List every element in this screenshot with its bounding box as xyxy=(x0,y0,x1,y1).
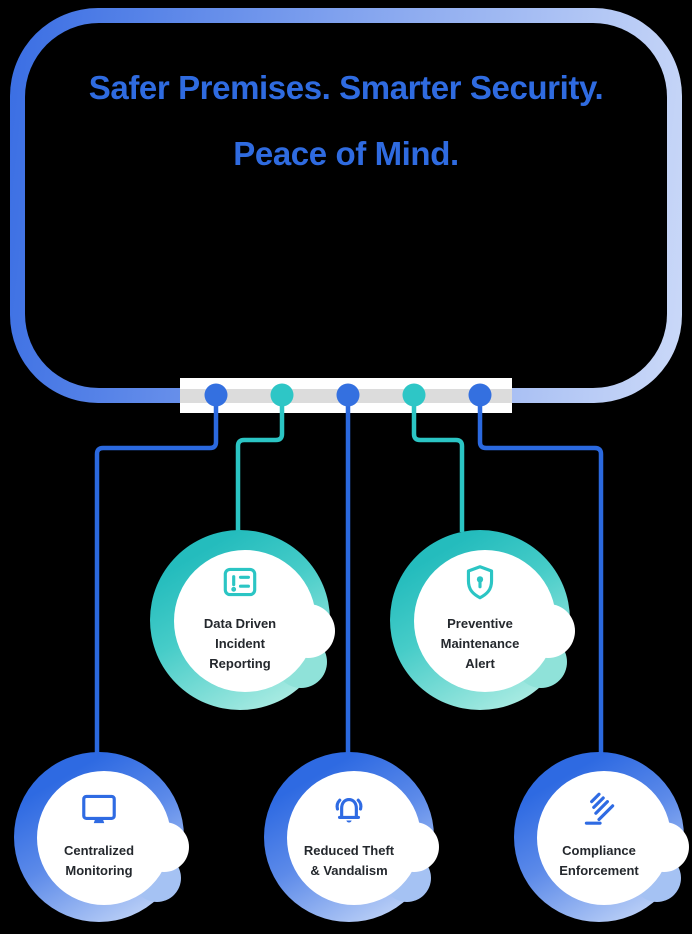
node-face xyxy=(174,550,316,692)
node-centralized-monitoring: Centralized Monitoring xyxy=(14,752,189,922)
timeline-dot-5 xyxy=(468,383,492,407)
timeline-dots xyxy=(204,383,492,407)
gavel-icon xyxy=(584,792,615,825)
node-compliance-enforcement: Compliance Enforcement xyxy=(514,752,689,922)
node-face xyxy=(287,771,421,905)
connector-data-driven xyxy=(235,398,285,532)
node-label: Centralized Monitoring xyxy=(63,842,135,878)
page-title-line-1: Safer Premises. Smarter Security. xyxy=(88,69,604,106)
connector-preventive xyxy=(411,398,465,532)
node-preventive-maintenance-alert: Preventive Maintenance Alert xyxy=(390,530,575,710)
page-title-line-2: Peace of Mind. xyxy=(233,135,459,172)
timeline-dot-3 xyxy=(336,383,360,407)
headline-frame-inner: Safer Premises. Smarter Security. Peace … xyxy=(25,23,667,388)
timeline-dot-4 xyxy=(402,383,426,407)
timeline-dot-1 xyxy=(204,383,228,407)
connector-centralized xyxy=(94,398,219,753)
report-list-icon xyxy=(223,567,257,596)
node-label: Compliance Enforcement xyxy=(559,842,639,878)
shield-keyhole-icon xyxy=(466,564,494,599)
node-face xyxy=(414,550,556,692)
node-label: Reduced Theft & Vandalism xyxy=(303,842,395,878)
node-face xyxy=(37,771,171,905)
bell-ring-icon xyxy=(335,797,363,823)
connector-compliance xyxy=(477,398,604,753)
node-label: Data Driven Incident Reporting xyxy=(203,615,277,671)
node-face xyxy=(537,771,671,905)
timeline-dot-2 xyxy=(270,383,294,407)
node-reduced-theft-vandalism: Reduced Theft & Vandalism xyxy=(264,752,439,922)
monitor-icon xyxy=(82,794,116,823)
node-label: Preventive Maintenance Alert xyxy=(440,615,520,671)
headline-frame: Safer Premises. Smarter Security. Peace … xyxy=(10,8,682,403)
page-title: Safer Premises. Smarter Security. Peace … xyxy=(25,71,667,203)
node-data-driven-incident-reporting: Data Driven Incident Reporting xyxy=(150,530,335,710)
